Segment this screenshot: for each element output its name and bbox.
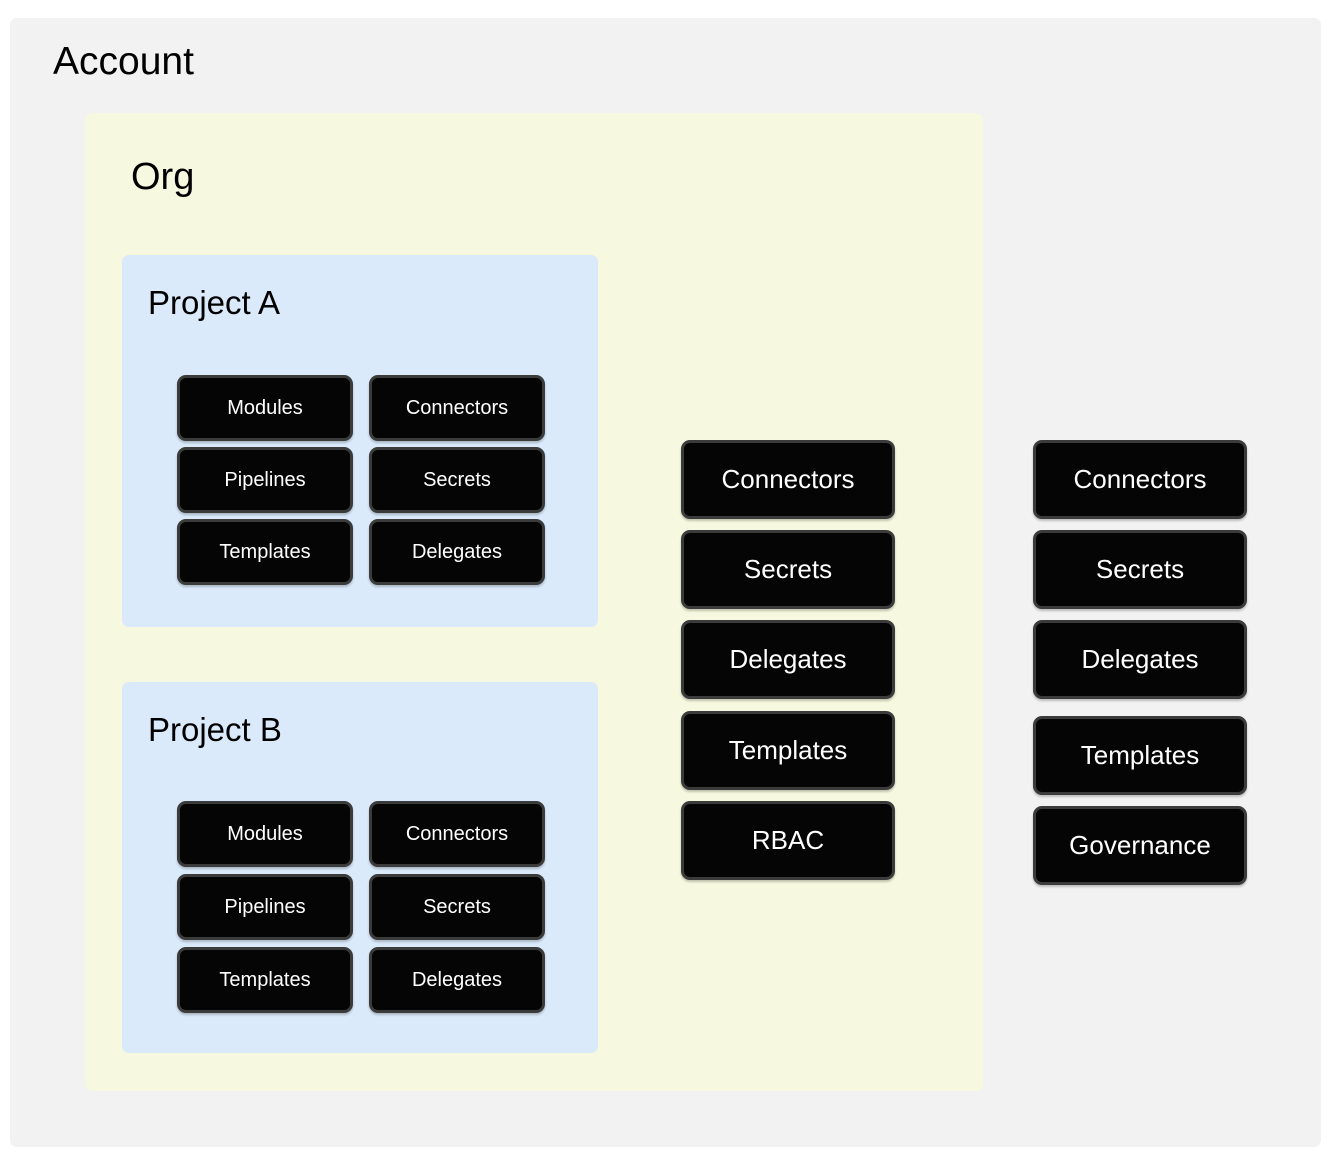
- project-a-resource-modules[interactable]: Modules: [177, 375, 353, 441]
- org-resource-connectors[interactable]: Connectors: [681, 440, 895, 519]
- account-scope-title: Account: [53, 40, 194, 83]
- project-b-resource-connectors[interactable]: Connectors: [369, 801, 545, 867]
- org-resource-secrets[interactable]: Secrets: [681, 530, 895, 609]
- org-resource-delegates[interactable]: Delegates: [681, 620, 895, 699]
- account-resource-delegates[interactable]: Delegates: [1033, 620, 1247, 699]
- account-resource-governance[interactable]: Governance: [1033, 806, 1247, 885]
- project-b-resource-pipelines[interactable]: Pipelines: [177, 874, 353, 940]
- project-a-resource-delegates[interactable]: Delegates: [369, 519, 545, 585]
- org-resource-templates[interactable]: Templates: [681, 711, 895, 790]
- project-b-resource-secrets[interactable]: Secrets: [369, 874, 545, 940]
- account-resource-connectors[interactable]: Connectors: [1033, 440, 1247, 519]
- project-b-resource-modules[interactable]: Modules: [177, 801, 353, 867]
- project-a-title: Project A: [148, 284, 281, 321]
- project-a-resource-connectors[interactable]: Connectors: [369, 375, 545, 441]
- project-a-resource-templates[interactable]: Templates: [177, 519, 353, 585]
- project-b-resource-templates[interactable]: Templates: [177, 947, 353, 1013]
- org-scope-title: Org: [131, 156, 195, 198]
- project-b-title: Project B: [148, 711, 282, 748]
- org-resource-rbac[interactable]: RBAC: [681, 801, 895, 880]
- account-resource-templates[interactable]: Templates: [1033, 716, 1247, 795]
- project-b-resource-delegates[interactable]: Delegates: [369, 947, 545, 1013]
- project-a-resource-pipelines[interactable]: Pipelines: [177, 447, 353, 513]
- project-a-resource-secrets[interactable]: Secrets: [369, 447, 545, 513]
- account-resource-secrets[interactable]: Secrets: [1033, 530, 1247, 609]
